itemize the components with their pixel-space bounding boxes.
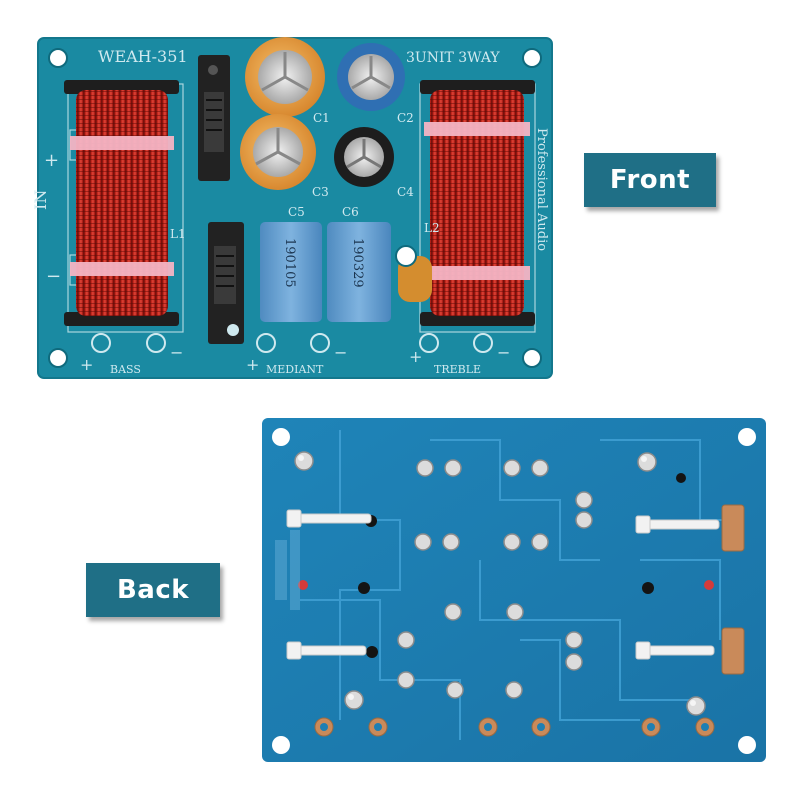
power-resistor-top — [198, 55, 230, 181]
front-label: Front — [584, 153, 716, 207]
film-cap-left: 190105 — [260, 222, 322, 322]
mounting-holes-back — [272, 428, 756, 754]
back-silkscreen-text — [275, 530, 300, 610]
film-cap-left-text: 190105 — [282, 238, 297, 288]
brand-vertical-text: Professional Audio — [534, 128, 549, 251]
svg-text:−: − — [334, 343, 347, 362]
cap-c2: C2 — [337, 43, 414, 125]
svg-text:+: + — [246, 355, 259, 374]
back-pcb — [262, 418, 766, 762]
treble-label: TREBLE — [434, 363, 481, 376]
back-board — [262, 418, 766, 762]
bass-label: BASS — [110, 363, 141, 376]
output-terminals — [91, 333, 493, 353]
cap-c4: C4 — [334, 127, 414, 199]
cap-c3: C3 — [240, 114, 329, 199]
type-text: 3UNIT 3WAY — [406, 50, 500, 66]
cap-c2-label: C2 — [397, 111, 414, 125]
back-cable-ties — [286, 509, 720, 660]
cap-c5-label: C5 — [288, 205, 305, 219]
inductor-left-label: L1 — [170, 227, 186, 241]
svg-text:+: + — [80, 355, 93, 374]
solder-highlights — [298, 455, 696, 706]
mediant-label: MEDIANT — [266, 363, 324, 376]
back-red-holes — [298, 580, 714, 590]
ceramic-cap — [395, 245, 432, 302]
svg-text:+: + — [409, 347, 422, 366]
inductor-left: L1 — [64, 80, 186, 326]
input-minus: − — [46, 266, 61, 287]
inductor-right: L2 — [420, 80, 535, 326]
model-text: WEAH-351 — [98, 47, 188, 66]
film-cap-right: 190329 — [327, 222, 391, 322]
svg-text:−: − — [170, 343, 183, 362]
mounting-holes-front — [48, 48, 542, 368]
back-pad-holes — [320, 723, 709, 731]
cap-c4-label: C4 — [397, 185, 414, 199]
back-traces — [300, 430, 740, 740]
power-resistor-bottom — [208, 222, 244, 344]
back-solder-joints — [294, 451, 706, 716]
cap-c1-label: C1 — [313, 111, 330, 125]
back-label: Back — [86, 563, 220, 617]
cap-c1: C1 — [245, 37, 330, 125]
input-label: IN — [31, 190, 50, 210]
film-cap-right-text: 190329 — [350, 238, 365, 288]
input-plus: + — [44, 150, 59, 171]
cap-c6-label: C6 — [342, 205, 359, 219]
svg-text:−: − — [497, 343, 510, 362]
cap-c3-label: C3 — [312, 185, 329, 199]
front-board: WEAH-351 3UNIT 3WAY Professional Audio I… — [31, 37, 553, 379]
terminal-polarity: + − + − + − — [80, 343, 510, 374]
inductor-right-label: L2 — [424, 221, 440, 235]
